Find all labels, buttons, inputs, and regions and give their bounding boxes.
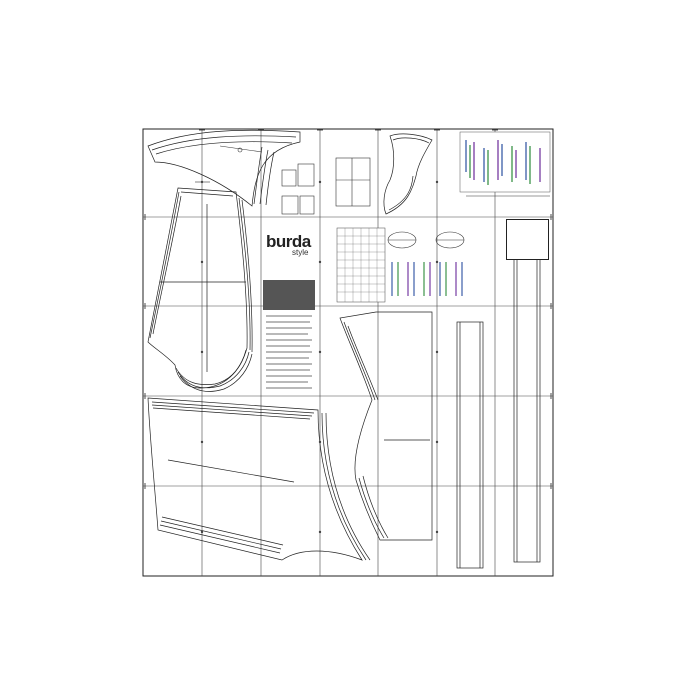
leg-piece-upper: [147, 187, 253, 392]
size-box: [506, 219, 549, 260]
measurement-table: [336, 227, 465, 303]
sheet-grid: [143, 129, 553, 576]
brand-logo: burda style: [263, 232, 315, 274]
instruction-column: [263, 280, 315, 389]
garment-thumbnails: [281, 157, 371, 215]
collar-piece: [383, 133, 433, 215]
leg-piece-lower: [147, 397, 371, 561]
brand-name: burda: [266, 232, 311, 251]
waistband-piece: [147, 129, 301, 207]
brand-sub: style: [292, 248, 309, 257]
grid-ticks: [144, 129, 552, 489]
size-chart-top: [459, 131, 551, 197]
sheet-frame: [142, 128, 554, 577]
side-seam-piece: [339, 311, 433, 541]
grid-labels: [200, 180, 439, 534]
